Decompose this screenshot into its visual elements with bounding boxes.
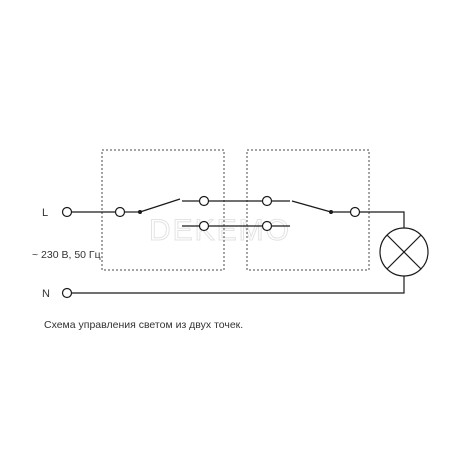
switch-2-lower-terminal: [261, 220, 273, 232]
switch-1-common-terminal: [114, 206, 126, 218]
switch-2-lever: [291, 200, 332, 213]
watermark: DEKEMO: [149, 214, 291, 247]
switch-2-upper-terminal: [261, 195, 273, 207]
switch-1-pivot: [138, 210, 142, 214]
phase-label: L: [42, 207, 48, 219]
switch-1-upper-terminal: [198, 195, 210, 207]
switch-1-lever: [139, 198, 181, 213]
lamp-cross-2: [386, 234, 422, 270]
switch-box-1: [101, 149, 225, 271]
phase-terminal: [61, 206, 73, 218]
switch-2-common-terminal: [349, 206, 361, 218]
lamp-feed-wire: [360, 211, 405, 228]
neutral-wire: [72, 276, 405, 294]
switch-1-lower-terminal: [198, 220, 210, 232]
switch-2-pivot: [329, 210, 333, 214]
caption: Схема управления светом из двух точек.: [44, 319, 243, 331]
neutral-label: N: [42, 288, 50, 300]
neutral-terminal: [61, 287, 73, 299]
supply-label: ~ 230 В, 50 Гц: [32, 249, 101, 261]
switch-box-2: [246, 149, 370, 271]
